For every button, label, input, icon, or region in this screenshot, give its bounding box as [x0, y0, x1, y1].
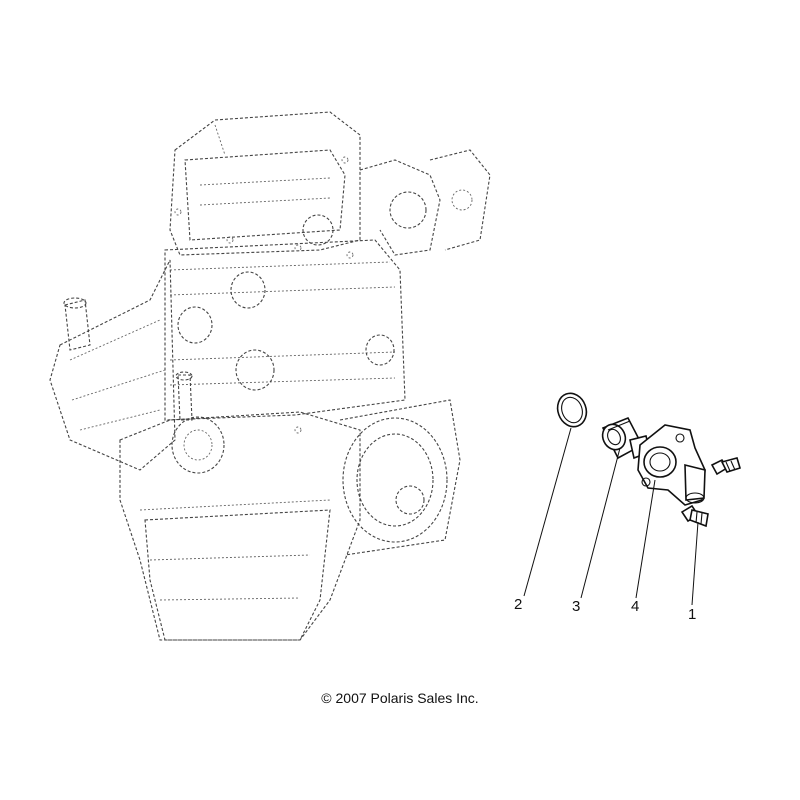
bolt-part-1-lower	[680, 504, 709, 528]
o-ring-part-2	[556, 392, 588, 428]
leader-line-3	[580, 447, 621, 599]
callout-2: 2	[514, 596, 522, 613]
leader-line-2	[523, 427, 572, 597]
bolt-part-1-upper	[710, 457, 741, 476]
leader-line-4	[635, 479, 656, 599]
engine-assembly-outline	[49, 111, 491, 641]
callout-3: 3	[572, 598, 580, 615]
callout-4: 4	[631, 598, 639, 615]
thermostat-housing-part-4	[637, 424, 706, 506]
copyright-notice: © 2007 Polaris Sales Inc.	[321, 690, 479, 706]
callout-1: 1	[688, 606, 696, 623]
leader-line-1	[691, 521, 699, 606]
